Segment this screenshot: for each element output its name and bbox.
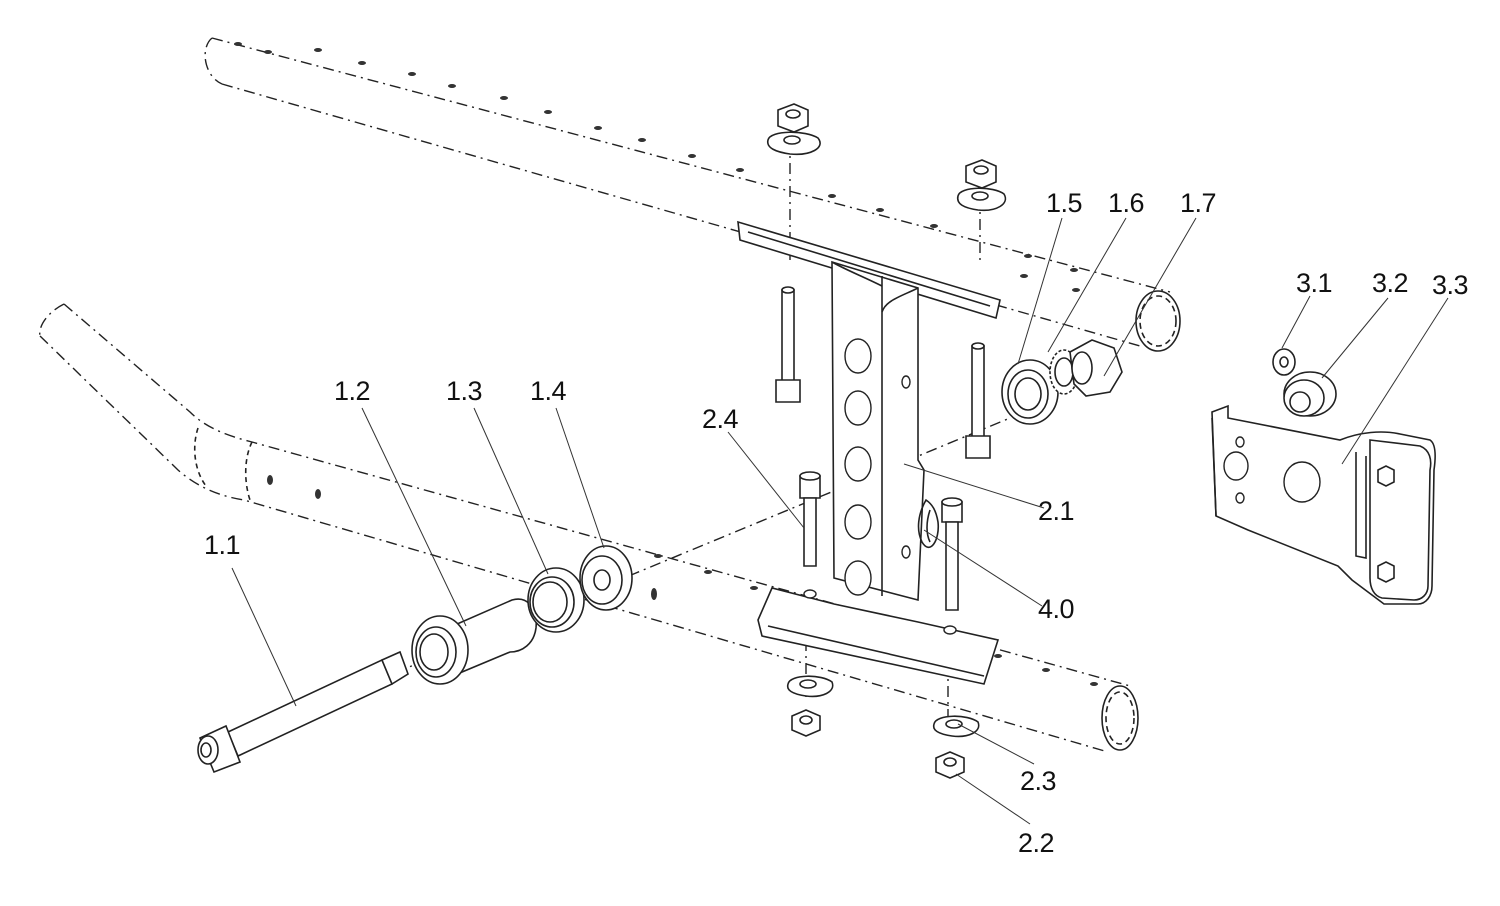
bottom-nut-right <box>935 751 965 779</box>
center-bracket <box>737 220 1001 685</box>
callout-4-0: 4.0 <box>1038 594 1074 624</box>
flanged-bushing <box>1283 371 1337 417</box>
top-nut-left <box>777 103 809 133</box>
cap-screw-lower-right <box>941 497 963 611</box>
callout-1-7: 1.7 <box>1180 188 1216 218</box>
lower-frame-tube <box>39 303 1139 753</box>
callout-3-1: 3.1 <box>1296 268 1332 298</box>
callout-1-3: 1.3 <box>446 376 482 406</box>
bottom-nut-left <box>791 709 821 737</box>
cap-screw-top-right <box>965 342 991 459</box>
axle-bolt <box>197 650 409 774</box>
upper-frame-tube <box>204 37 1181 352</box>
spacer-ring <box>1001 359 1059 425</box>
callout-2-4: 2.4 <box>702 404 739 434</box>
cap-screw-lower-left <box>799 471 821 567</box>
callout-labels: 1.1 1.2 1.3 1.4 1.5 1.6 1.7 2.4 2.1 4.0 … <box>204 188 1469 858</box>
bearing-outer <box>527 567 585 633</box>
callout-2-1: 2.1 <box>1038 496 1074 526</box>
bearing-inner <box>579 545 633 611</box>
bottom-washer-left <box>786 675 834 698</box>
callout-1-2: 1.2 <box>334 376 370 406</box>
small-washer <box>1272 348 1296 376</box>
callout-1-6: 1.6 <box>1108 188 1144 218</box>
hex-nut-axle <box>1069 339 1123 397</box>
callout-2-2: 2.2 <box>1018 828 1054 858</box>
callout-3-3: 3.3 <box>1432 270 1468 300</box>
top-washer-right <box>956 187 1007 212</box>
callout-1-5: 1.5 <box>1046 188 1082 218</box>
leader-lines <box>231 217 1449 825</box>
flanged-sleeve <box>411 598 537 685</box>
bottom-washer-right <box>932 715 980 738</box>
top-nut-right <box>965 159 997 189</box>
callout-1-4: 1.4 <box>530 376 567 406</box>
callout-3-2: 3.2 <box>1372 268 1408 298</box>
spring-clip <box>917 498 940 549</box>
callout-1-1: 1.1 <box>204 530 240 560</box>
callout-2-3: 2.3 <box>1020 766 1056 796</box>
cap-screw-top-left <box>775 286 801 403</box>
top-washer-left <box>766 131 821 156</box>
mounting-plate <box>1211 404 1436 605</box>
